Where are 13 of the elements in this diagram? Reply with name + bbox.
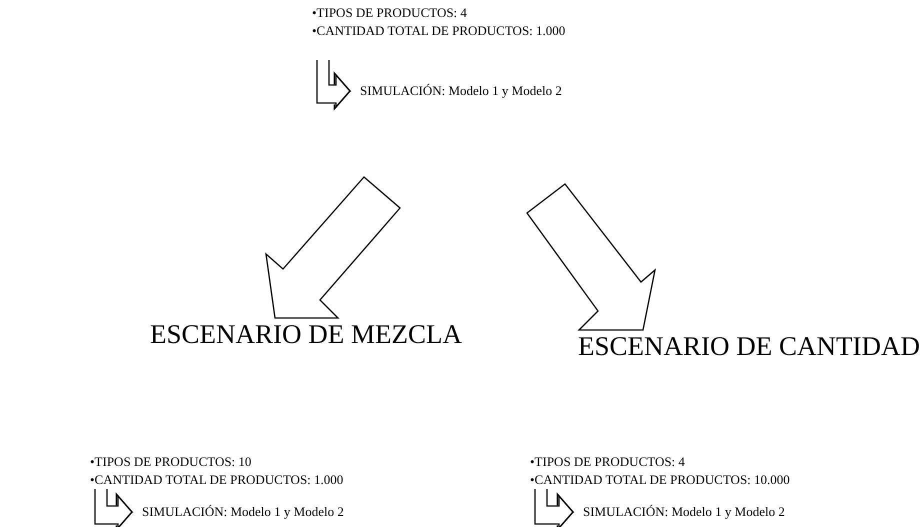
bullet-text: •CANTIDAD TOTAL DE PRODUCTOS: 1.000	[90, 471, 344, 489]
simulation-label: SIMULACIÓN: Modelo 1 y Modelo 2	[350, 82, 562, 100]
bullet-text: •TIPOS DE PRODUCTOS: 4	[312, 4, 468, 22]
scenario-heading: ESCENARIO DE CANTIDAD	[578, 330, 920, 362]
bullet-text: •CANTIDAD TOTAL DE PRODUCTOS: 1.000	[312, 22, 566, 40]
bullet-text: •TIPOS DE PRODUCTOS: 10	[90, 453, 252, 471]
scenario-heading: ESCENARIO DE MEZCLA	[150, 318, 462, 350]
bullet-text: •TIPOS DE PRODUCTOS: 4	[530, 453, 686, 471]
hollow-arrow	[526, 183, 656, 331]
hollow-arrow	[265, 176, 401, 319]
bullet-text: •CANTIDAD TOTAL DE PRODUCTOS: 10.000	[530, 471, 790, 489]
simulation-label: SIMULACIÓN: Modelo 1 y Modelo 2	[132, 503, 344, 521]
simulation-label: SIMULACIÓN: Modelo 1 y Modelo 2	[573, 503, 785, 521]
